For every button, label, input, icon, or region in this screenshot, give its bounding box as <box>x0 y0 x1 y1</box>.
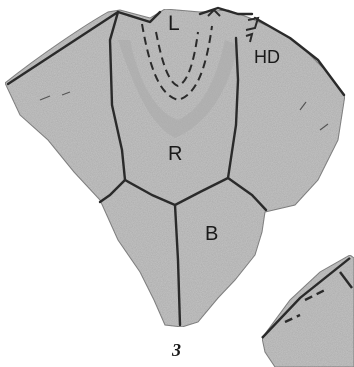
label-hd: HD <box>254 47 280 67</box>
figure-number: 3 <box>171 340 181 360</box>
label-r: R <box>168 143 182 165</box>
second-specimen <box>262 255 354 367</box>
label-l: L <box>168 12 180 35</box>
label-b: B <box>205 223 218 245</box>
specimen-body <box>5 9 345 327</box>
